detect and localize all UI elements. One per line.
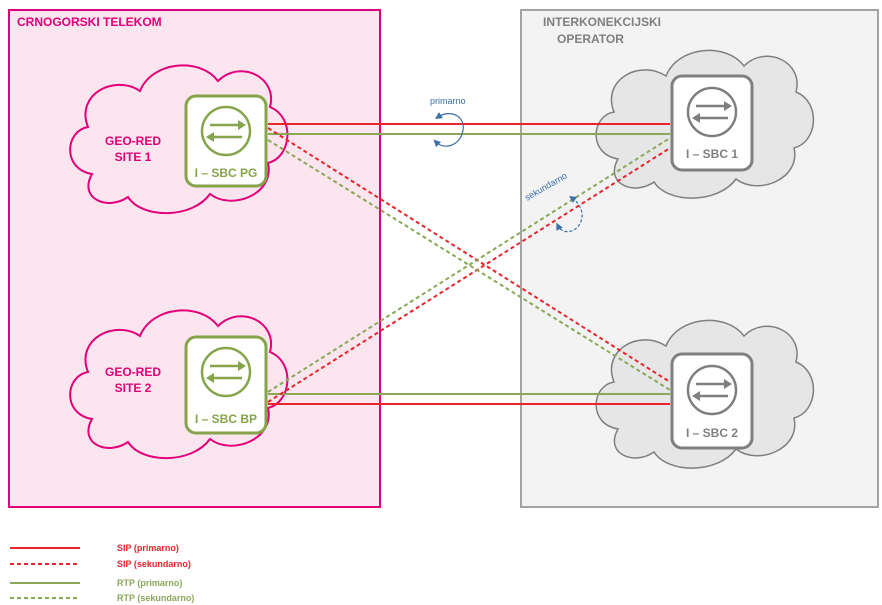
site1-label-line2: SITE 1 — [115, 150, 152, 164]
legend-rtp-secondary-label: RTP (sekundarno) — [117, 593, 194, 603]
sbc-pg-router-icon — [200, 105, 252, 157]
sip-secondary-link-pg-to-sbc2 — [267, 127, 671, 383]
sbc-1-router-icon — [686, 86, 738, 138]
site1-label-line1: GEO-RED — [105, 134, 161, 148]
legend-sip-primary-label: SIP (primarno) — [117, 543, 179, 553]
legend-sip-secondary-label: SIP (sekundarno) — [117, 559, 191, 569]
primarno-annotation: primarno — [430, 96, 466, 106]
sbc-1-device: I – SBC 1 — [670, 74, 754, 172]
sbc-2-device: I – SBC 2 — [670, 352, 754, 450]
sbc-pg-device: I – SBC PG — [184, 94, 268, 188]
interkonekcijski-operator-title-line1: INTERKONEKCIJSKI — [543, 15, 661, 29]
rtp-secondary-link-pg-to-sbc2 — [267, 139, 671, 391]
crnogorski-telekom-title: CRNOGORSKI TELEKOM — [17, 15, 162, 29]
site2-label-line2: SITE 2 — [115, 381, 152, 395]
legend-rtp-primary-label: RTP (primarno) — [117, 578, 182, 588]
rtp-secondary-link-bp-to-sbc1 — [267, 137, 671, 393]
sbc-2-router-icon — [686, 364, 738, 416]
sbc-bp-router-icon — [200, 346, 252, 398]
sekundarno-rotation-arrow-icon — [556, 196, 583, 233]
site2-label-line1: GEO-RED — [105, 365, 161, 379]
sbc-pg-label: I – SBC PG — [195, 166, 258, 180]
legend: SIP (primarno) SIP (sekundarno) RTP (pri… — [10, 543, 194, 603]
sbc-2-label: I – SBC 2 — [686, 426, 738, 440]
interkonekcijski-operator-title-line2: OPERATOR — [557, 32, 624, 46]
sip-secondary-link-bp-to-sbc1 — [267, 147, 671, 403]
sbc-1-label: I – SBC 1 — [686, 147, 738, 161]
primarno-rotation-arrow-icon — [433, 112, 464, 148]
sbc-bp-label: I – SBC BP — [195, 412, 257, 426]
sbc-bp-device: I – SBC BP — [184, 335, 268, 435]
